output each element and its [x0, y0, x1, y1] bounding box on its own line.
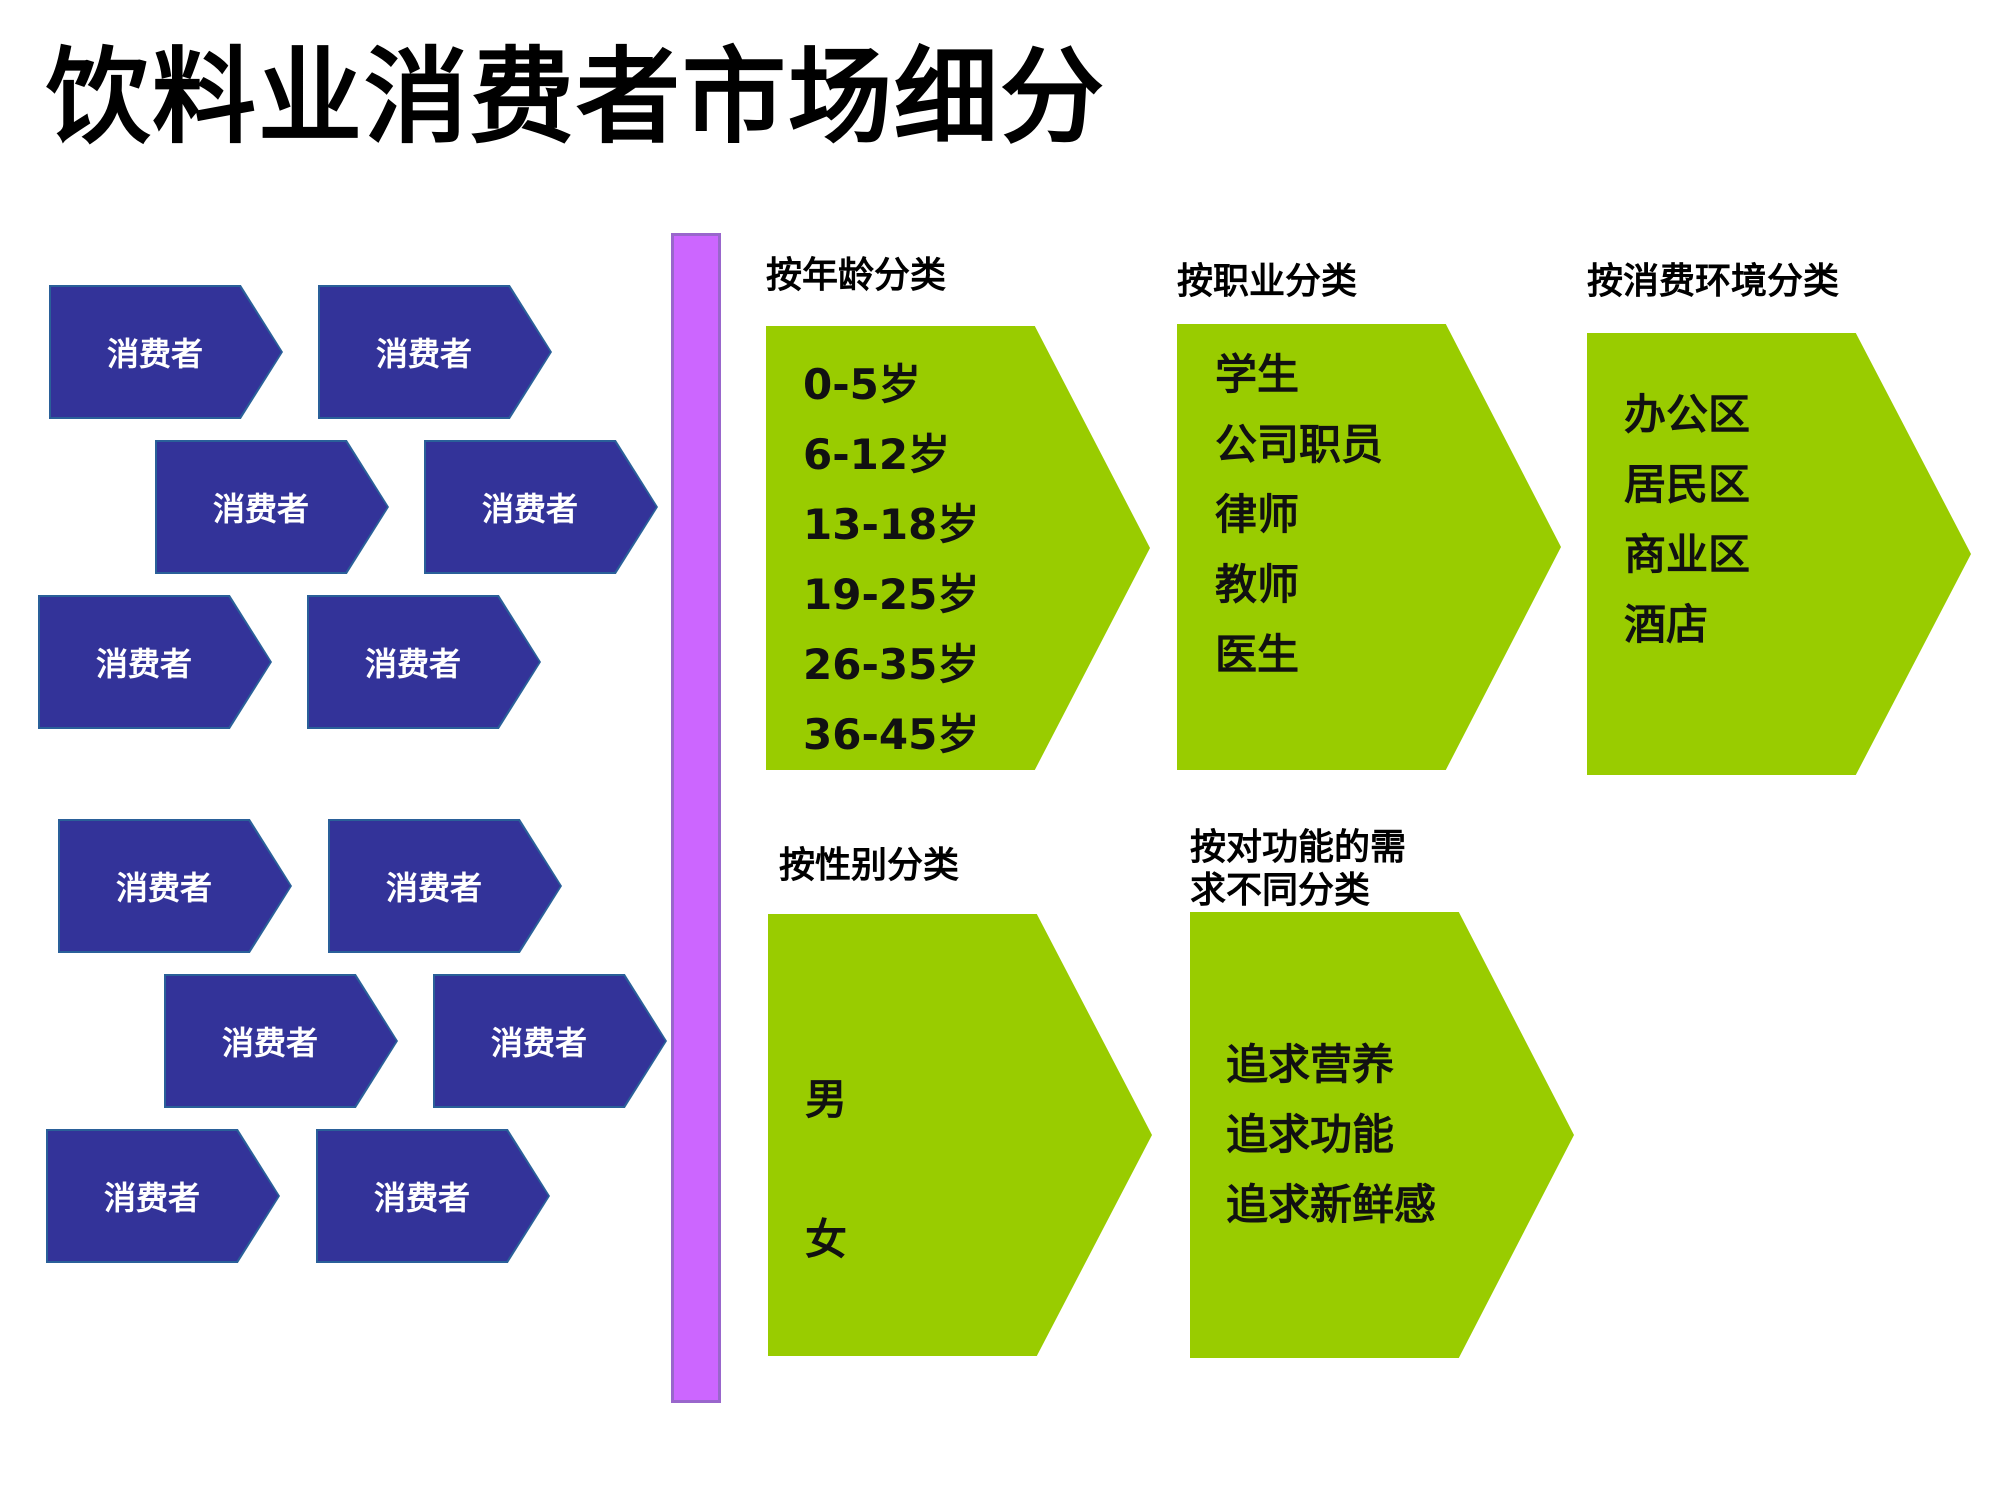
segment-occupation-item: 医生 [1215, 630, 1300, 679]
consumer-chevron: 消费者 [307, 595, 541, 729]
segment-age-list: 0-5岁 6-12岁 13-18岁 19-25岁 26-35岁 36-45岁 [803, 350, 979, 770]
consumer-chevron: 消费者 [424, 440, 658, 574]
divider-bar [671, 233, 721, 1403]
segment-occupation-list: 学生 公司职员 律师 教师 医生 [1215, 340, 1383, 690]
segment-function-list: 追求营养 追求功能 追求新鲜感 [1226, 1030, 1436, 1240]
segment-age-item: 19-25岁 [803, 570, 980, 619]
segment-gender-label: 按性别分类 [779, 845, 960, 886]
segment-environment-list: 办公区 居民区 商业区 酒店 [1624, 380, 1750, 660]
segment-occupation-item: 学生 [1215, 350, 1300, 399]
consumer-chevron-label: 消费者 [51, 287, 281, 417]
segment-age-item: 36-45岁 [803, 710, 980, 759]
consumer-chevron-label: 消费者 [426, 442, 656, 572]
segment-gender-item: 男 [805, 1075, 848, 1124]
consumer-chevron: 消费者 [433, 974, 667, 1108]
segment-environment-item: 居民区 [1624, 460, 1751, 509]
segment-environment-item: 商业区 [1624, 530, 1751, 579]
consumer-chevron-label: 消费者 [320, 287, 550, 417]
consumer-chevron-label: 消费者 [330, 821, 560, 951]
segment-environment-label: 按消费环境分类 [1587, 261, 1840, 302]
segment-occupation-item: 律师 [1215, 490, 1300, 539]
segment-environment-item: 办公区 [1624, 390, 1751, 439]
consumer-chevron: 消费者 [58, 819, 292, 953]
segment-function-label: 按对功能的需 求不同分类 [1190, 826, 1406, 912]
segment-age-item: 13-18岁 [803, 500, 980, 549]
consumer-chevron: 消费者 [328, 819, 562, 953]
segment-age-item: 26-35岁 [803, 640, 980, 689]
segment-age-label: 按年龄分类 [766, 255, 947, 296]
consumer-chevron-label: 消费者 [318, 1131, 548, 1261]
consumer-chevron-label: 消费者 [48, 1131, 278, 1261]
consumer-chevron-label: 消费者 [40, 597, 270, 727]
segment-occupation-label: 按职业分类 [1177, 261, 1358, 302]
segment-function-label-line2: 求不同分类 [1190, 870, 1371, 912]
page-title: 饮料业消费者市场细分 [46, 36, 1107, 158]
consumer-chevron: 消费者 [155, 440, 389, 574]
segment-occupation-item: 公司职员 [1215, 420, 1384, 469]
consumer-chevron: 消费者 [164, 974, 398, 1108]
consumer-chevron: 消费者 [49, 285, 283, 419]
segment-gender-item: 女 [805, 1215, 848, 1264]
consumer-chevron-label: 消费者 [435, 976, 665, 1106]
segment-function-item: 追求营养 [1226, 1040, 1395, 1089]
consumer-chevron: 消费者 [38, 595, 272, 729]
consumer-chevron-label: 消费者 [60, 821, 290, 951]
consumer-chevron: 消费者 [316, 1129, 550, 1263]
segment-environment-item: 酒店 [1624, 600, 1709, 649]
segment-function-label-line1: 按对功能的需 [1190, 827, 1407, 868]
segment-occupation-item: 教师 [1215, 560, 1300, 609]
segment-age-item: 6-12岁 [803, 430, 951, 479]
consumer-chevron-label: 消费者 [166, 976, 396, 1106]
consumer-chevron: 消费者 [46, 1129, 280, 1263]
consumer-chevron: 消费者 [318, 285, 552, 419]
segment-gender-list: 男 女 [805, 1030, 847, 1310]
segment-function-item: 追求功能 [1226, 1110, 1395, 1159]
segment-function-item: 追求新鲜感 [1226, 1180, 1437, 1229]
consumer-chevron-label: 消费者 [157, 442, 387, 572]
consumer-chevron-label: 消费者 [309, 597, 539, 727]
segment-age-item: 0-5岁 [803, 360, 921, 409]
